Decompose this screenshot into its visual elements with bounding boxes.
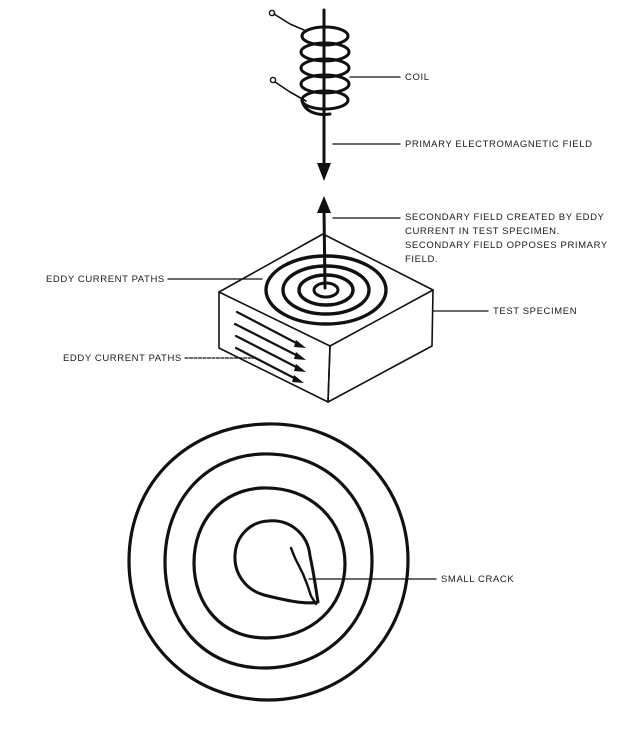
label-test-specimen: TEST SPECIMEN	[493, 306, 577, 317]
label-primary-field: PRIMARY ELECTROMAGNETIC FIELD	[405, 139, 593, 150]
label-eddy-paths-top: EDDY CURRENT PATHS	[46, 274, 165, 285]
label-small-crack: SMALL CRACK	[441, 574, 514, 585]
coil-lead-bottom	[274, 81, 307, 102]
small-crack	[289, 546, 318, 606]
primary-field-arrowhead	[317, 163, 331, 181]
eddy-current-rings-crack	[127, 422, 410, 702]
eddy-current-paths-side	[233, 310, 306, 383]
coil	[268, 8, 351, 181]
label-eddy-paths-side: EDDY CURRENT PATHS	[63, 353, 182, 364]
label-coil: COIL	[405, 72, 430, 83]
eddy-current-rings-top	[264, 254, 388, 326]
test-specimen-block	[218, 233, 434, 403]
coil-lead-terminal-bottom	[269, 76, 277, 84]
label-secondary-field: SECONDARY FIELD CREATED BY EDDY CURRENT …	[405, 212, 611, 265]
coil-lead-top	[273, 13, 305, 31]
secondary-field-arrowhead	[317, 196, 331, 213]
